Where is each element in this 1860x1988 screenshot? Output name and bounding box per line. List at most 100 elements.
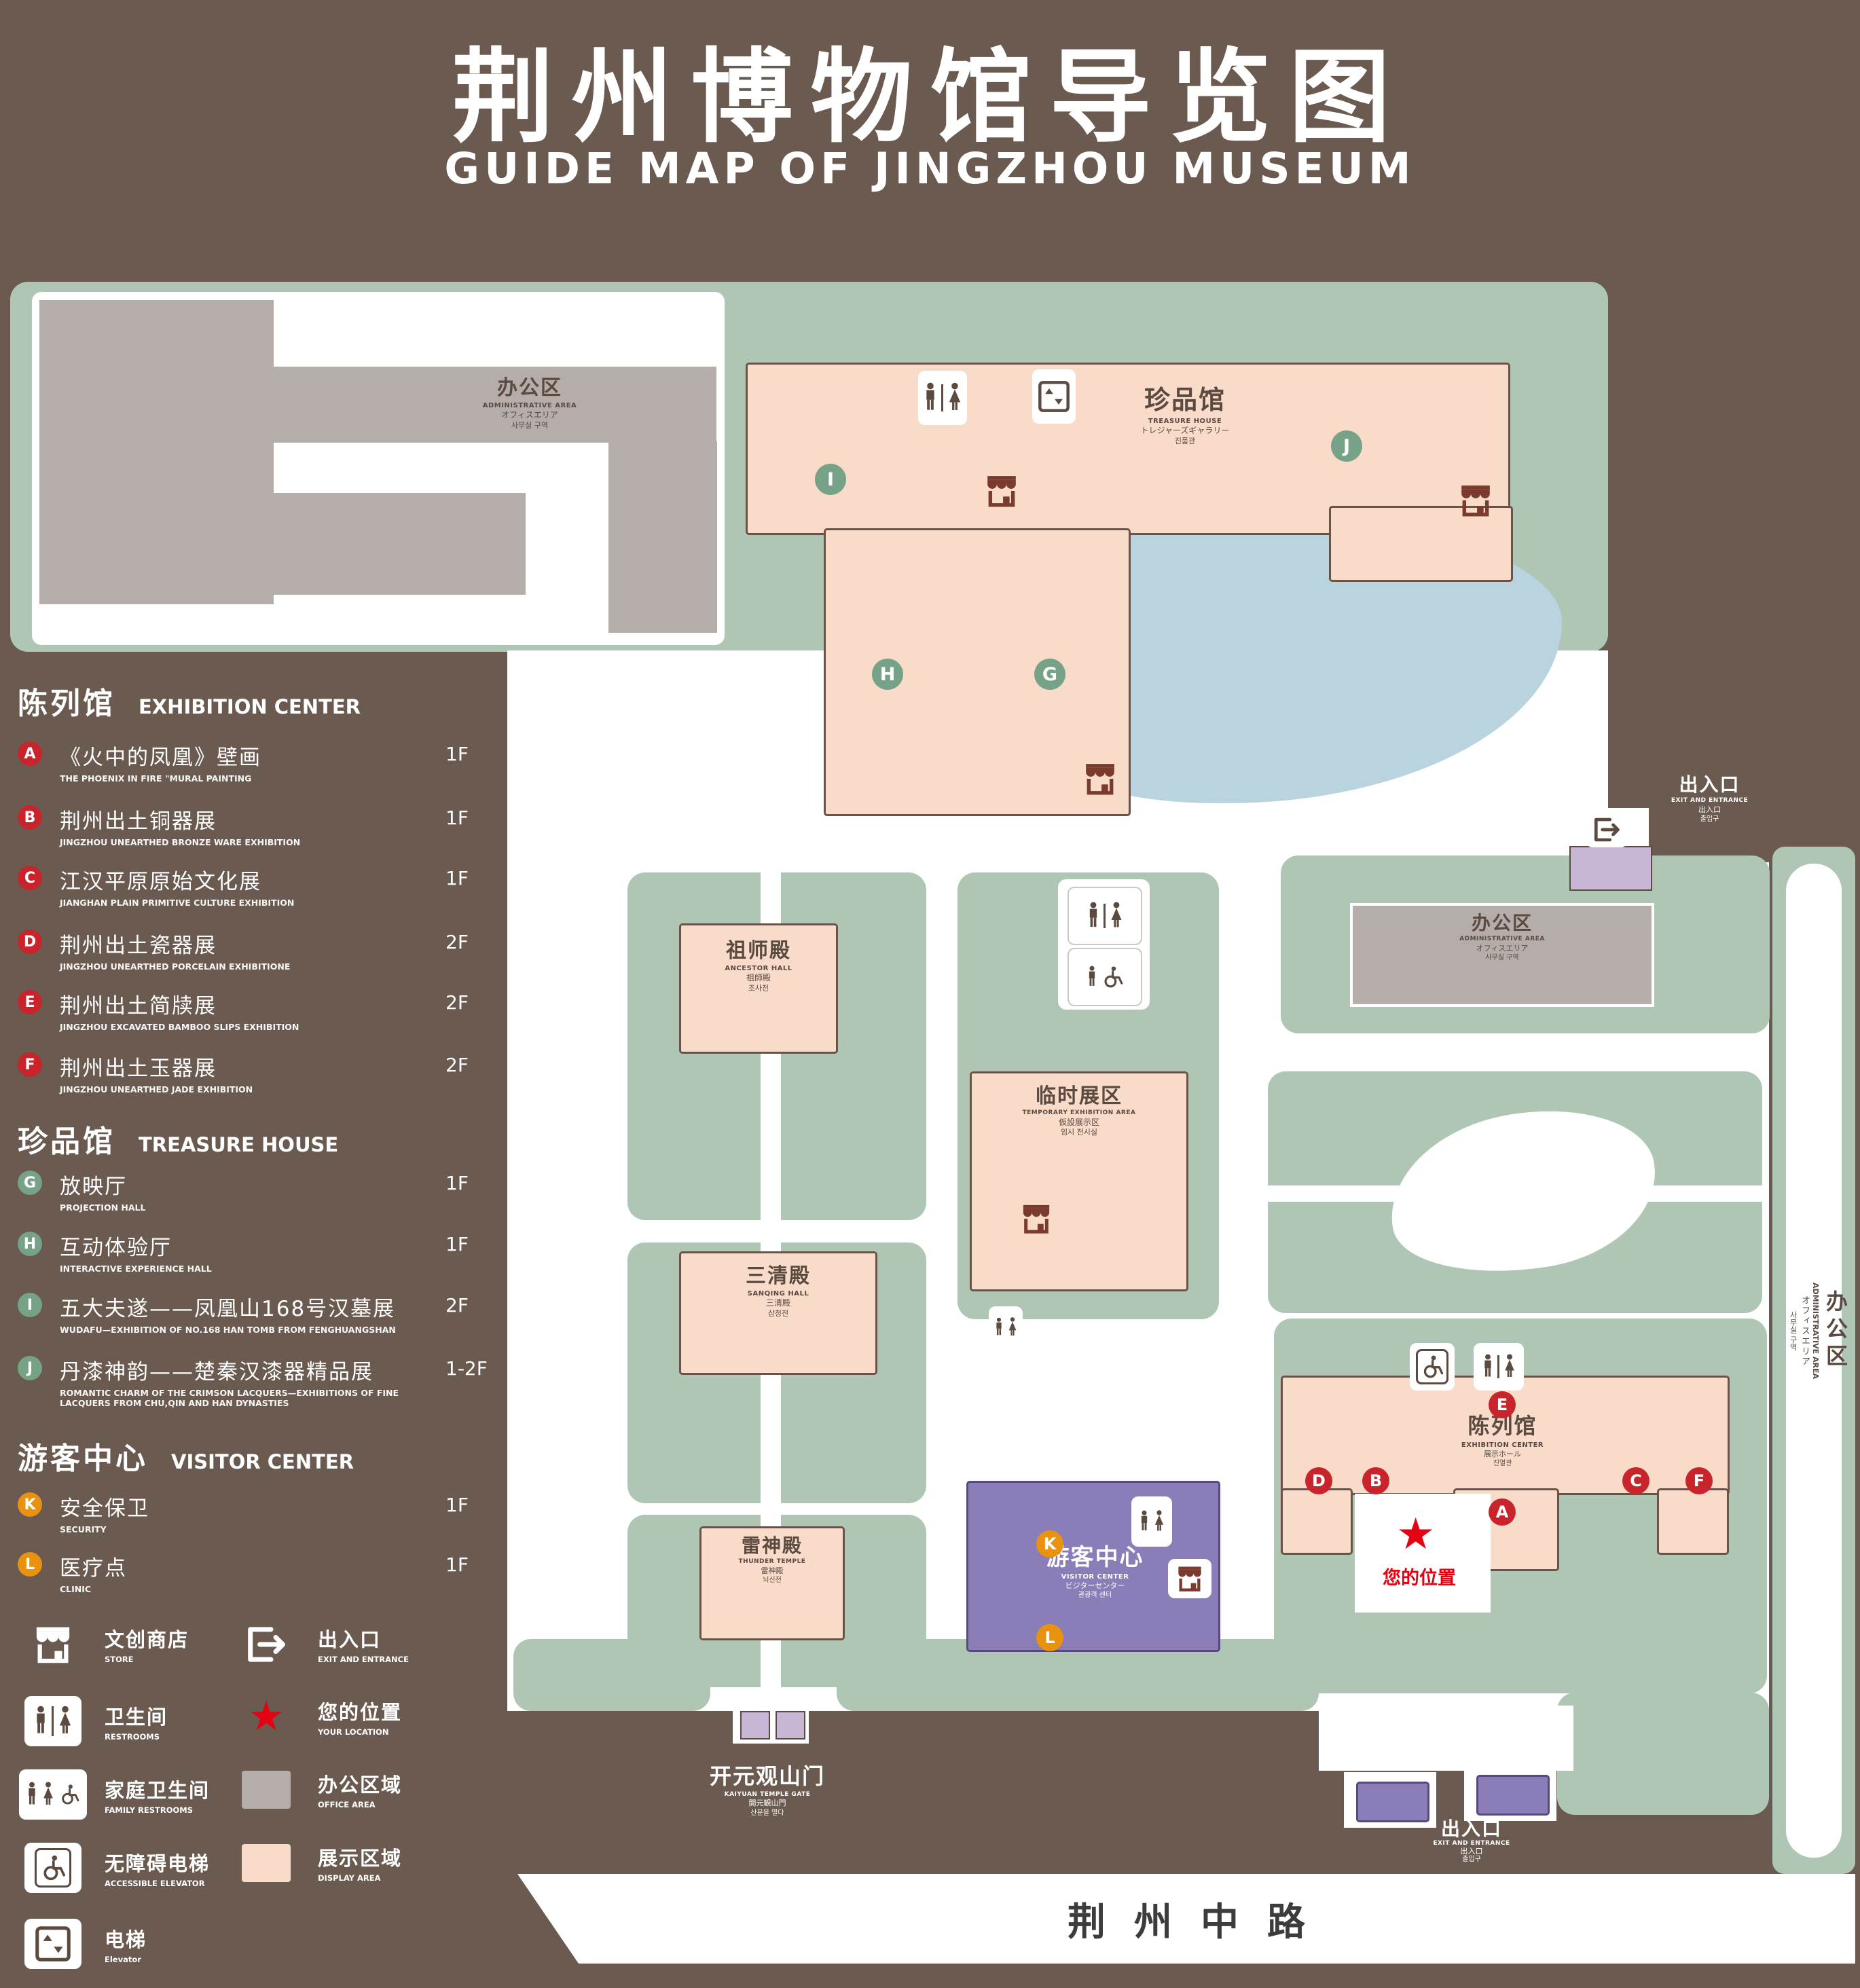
item-floor: 1F (445, 867, 469, 889)
marker-g: G (1034, 659, 1065, 690)
elevator-glyph-icon (35, 1926, 71, 1962)
ko-line: 조사전 (748, 983, 769, 993)
symbol-en: EXIT AND ENTRANCE (318, 1655, 409, 1664)
woman-icon (41, 1780, 55, 1809)
divider (941, 384, 943, 411)
item-zh: 江汉平原原始文化展 (60, 870, 261, 894)
zh-line: 办公区 (497, 376, 562, 400)
en-line: VISITOR CENTER (1061, 1573, 1129, 1581)
sanqing-hall-label: 三清殿 SANQING HALL 三清殿 삼청전 (681, 1263, 875, 1319)
zh-line: 三清殿 (746, 1264, 811, 1288)
symbol-en: DISPLAY AREA (318, 1873, 381, 1883)
item-floor: 2F (445, 931, 469, 953)
divider (1497, 1355, 1499, 1378)
legend-symbol-elevator: 电梯 Elevator (18, 1919, 147, 1969)
badge-c: C (18, 866, 42, 890)
symbol-zh: 文创商店 (105, 1628, 189, 1651)
en-line: KAIYUAN TEMPLE GATE (724, 1790, 811, 1798)
treasure-house-east-wing (1329, 506, 1513, 582)
ko-line: 산문을 열다 (750, 1809, 784, 1817)
symbol-zh: 展示区域 (318, 1847, 403, 1870)
page-subtitle: GUIDE MAP OF JINGZHOU MUSEUM (444, 144, 1416, 194)
admin-building-south-bar (178, 493, 526, 595)
marker-i: I (815, 464, 846, 495)
ko-line: 관광객 센터 (1078, 1591, 1112, 1600)
en-line: SANQING HALL (747, 1290, 809, 1297)
zh-line: 祖师殿 (726, 939, 791, 963)
item-zh: 荆州出土简牍展 (60, 994, 217, 1018)
ko-line: 출입구 (1700, 815, 1719, 824)
marker-k: K (1036, 1530, 1063, 1558)
divider (1103, 904, 1106, 928)
symbol-en: RESTROOMS (105, 1731, 160, 1742)
exhibition-building-wing-left (1281, 1488, 1353, 1555)
east-exit-label: 出入口 EXIT AND ENTRANCE 出入口 출입구 (1630, 773, 1789, 824)
road-label: 荆州中路 (1068, 1900, 1334, 1945)
legend-item-j: J 丹漆神韵——楚秦汉漆器精品展 ROMANTIC CHARM OF THE C… (18, 1355, 493, 1408)
item-zh: 医疗点 (60, 1556, 127, 1581)
item-zh: 五大夫遂——凤凰山168号汉墓展 (60, 1297, 396, 1321)
legend-item-k: K 安全保卫 SECURITY 1F (18, 1491, 493, 1534)
woman-icon (1007, 1316, 1018, 1339)
symbol-en: YOUR LOCATION (318, 1727, 389, 1737)
zh-line: 临时展区 (1036, 1084, 1123, 1108)
marker-f: F (1685, 1467, 1713, 1494)
item-floor: 1F (445, 1172, 469, 1194)
family-restroom-central (1068, 948, 1142, 1006)
restrooms-exhibition (1474, 1343, 1524, 1391)
legend-symbol-exit: 出入口 EXIT AND ENTRANCE (231, 1624, 409, 1664)
south-exit-gate-left (1356, 1782, 1429, 1822)
symbol-en: FAMILY RESTROOMS (105, 1805, 193, 1815)
woman-icon (947, 382, 963, 413)
zh-line: 办公区 (1823, 1290, 1848, 1372)
family-restroom-icon (19, 1769, 87, 1820)
elevator-icon (1038, 380, 1070, 413)
legend-item-l: L 医疗点 CLINIC 1F (18, 1551, 493, 1594)
ja-line: 開元観山門 (748, 1799, 786, 1808)
item-en: WUDAFU—EXHIBITION OF NO.168 HAN TOMB FRO… (60, 1325, 396, 1335)
ja-line: 三清殿 (765, 1298, 790, 1308)
page-title: 荆州博物馆导览图 (452, 39, 1408, 157)
icon-frame (1416, 1349, 1448, 1384)
legend-symbol-display-area: 展示区域 DISPLAY AREA (231, 1843, 402, 1883)
sanqing-hall-building: 三清殿 SANQING HALL 三清殿 삼청전 (679, 1251, 877, 1375)
accessible-elevator-icon (24, 1843, 81, 1893)
exit-icon (244, 1625, 289, 1663)
item-en: CLINIC (60, 1584, 92, 1594)
symbol-en: Elevator (105, 1954, 141, 1964)
man-icon (33, 1706, 48, 1737)
woman-icon (1503, 1352, 1516, 1381)
badge-e: E (18, 990, 42, 1014)
wheelchair-icon (39, 1853, 67, 1883)
display-area-swatch (242, 1843, 291, 1882)
east-admin-strip-inner (1786, 864, 1842, 1858)
ja-line: 祖師殿 (746, 973, 771, 982)
legend-item-f: F 荆州出土玉器展 JINGZHOU UNEARTHED JADE EXHIBI… (18, 1051, 493, 1094)
item-zh: 《火中的凤凰》壁画 (60, 746, 261, 770)
symbol-en: OFFICE AREA (318, 1800, 376, 1809)
store-icon (1019, 1203, 1054, 1234)
restrooms-visitor (1131, 1496, 1172, 1547)
badge-j: J (18, 1356, 42, 1380)
symbol-en: ACCESSIBLE ELEVATOR (105, 1878, 205, 1888)
temporary-exhibition-building: 临时展区 TEMPORARY EXHIBITION AREA 仮設展示区 임시 … (970, 1071, 1188, 1291)
badge-d: D (18, 929, 42, 954)
legend-symbol-accessible-elevator: 无障碍电梯 ACCESSIBLE ELEVATOR (18, 1843, 210, 1893)
south-exit-path (1319, 1706, 1573, 1771)
your-location-star: ★ (1396, 1509, 1436, 1560)
legend-item-i: I 五大夫遂——凤凰山168号汉墓展 WUDAFU—EXHIBITION OF … (18, 1291, 493, 1335)
woman-icon (57, 1706, 73, 1737)
east-exit-gate (1569, 846, 1652, 891)
icon-frame (35, 1848, 71, 1888)
legend-item-d: D 荆州出土瓷器展 JINGZHOU UNEARTHED PORCELAIN E… (18, 928, 493, 972)
item-en: JINGZHOU UNEARTHED BRONZE WARE EXHIBITIO… (60, 837, 301, 847)
badge-h: H (18, 1232, 42, 1256)
item-en: SECURITY (60, 1524, 107, 1534)
ja-line: 出入口 (1698, 805, 1721, 815)
item-zh: 放映厅 (60, 1175, 127, 1199)
marker-c: C (1622, 1467, 1649, 1494)
ja-line: オフィスエリア (1476, 944, 1529, 953)
store-icon (1175, 1565, 1205, 1592)
zh-line: 办公区 (1471, 912, 1533, 934)
symbol-en: STORE (105, 1655, 134, 1664)
